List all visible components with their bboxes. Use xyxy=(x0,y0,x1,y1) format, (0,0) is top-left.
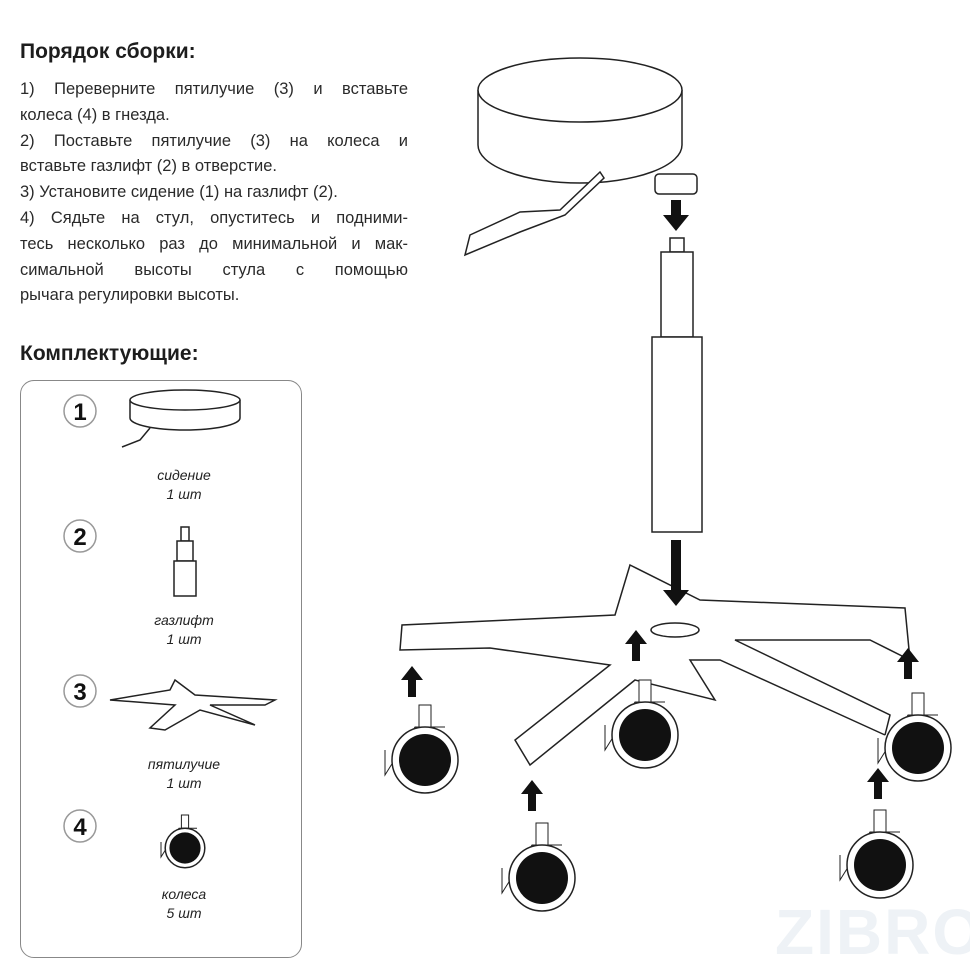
wheel-icon xyxy=(384,704,459,794)
arrow-up-icon xyxy=(897,648,919,679)
step-line: 2) Поставьте пятилучие (3) на колеса и xyxy=(20,131,408,150)
wheel-icon xyxy=(604,679,679,769)
component-name: газлифт xyxy=(154,612,214,628)
component-label-seat: сидение 1 шт xyxy=(84,466,284,504)
component-qty: 1 шт xyxy=(166,486,202,502)
wheel-icon xyxy=(160,814,206,869)
watermark: ZIBRO xyxy=(775,896,970,968)
step-line: симальной высоты стула с помощью xyxy=(20,260,408,279)
arrow-up-icon xyxy=(521,780,543,811)
wheel-icon xyxy=(877,692,952,782)
step-line: рычага регулировки высоты. xyxy=(20,286,240,305)
wheels xyxy=(160,679,952,912)
components-title: Комплектующие: xyxy=(20,342,199,365)
arrow-up-icon xyxy=(625,630,647,661)
badge-number: 2 xyxy=(73,524,86,551)
badge-number: 1 xyxy=(73,399,86,426)
arrow-down-icon xyxy=(663,200,689,231)
seat-illustration xyxy=(463,57,698,257)
step-line: 3) Установите сидение (1) на газлифт (2)… xyxy=(20,183,338,202)
step-line: 4) Сядьте на стул, опуститесь и подними- xyxy=(20,208,408,227)
wheel-icon xyxy=(839,809,914,899)
component-qty: 1 шт xyxy=(166,775,202,791)
component-label-base: пятилучие 1 шт xyxy=(84,755,284,793)
step-line: колеса (4) в гнезда. xyxy=(20,105,170,124)
number-badge-1 xyxy=(63,394,97,428)
component-qty: 5 шт xyxy=(166,905,202,921)
step-line: тесь несколько раз до минимальной и мак- xyxy=(20,234,408,253)
component-label-wheels: колеса 5 шт xyxy=(84,885,284,923)
arrows xyxy=(401,200,919,811)
assembly-title: Порядок сборки: xyxy=(20,40,196,63)
arrow-down-icon xyxy=(663,540,689,606)
badge-number: 4 xyxy=(73,814,87,841)
components-panel xyxy=(20,380,302,958)
component-name: колеса xyxy=(161,886,207,902)
assembly-steps: 1) Переверните пятилучие (3) и вставьте … xyxy=(20,77,408,309)
wheel-icon xyxy=(501,822,576,912)
arrow-up-icon xyxy=(867,768,889,799)
step-line: вставьте газлифт (2) в отверстие. xyxy=(20,157,277,176)
component-name: сидение xyxy=(157,467,211,483)
step-line: 1) Переверните пятилучие (3) и вставьте xyxy=(20,80,408,98)
component-label-gaslift: газлифт 1 шт xyxy=(84,611,284,649)
component-qty: 1 шт xyxy=(166,631,202,647)
component-name: пятилучие xyxy=(147,756,221,772)
arrow-up-icon xyxy=(401,666,423,697)
badge-number: 3 xyxy=(73,679,86,706)
gas-lift-illustration xyxy=(651,237,703,533)
